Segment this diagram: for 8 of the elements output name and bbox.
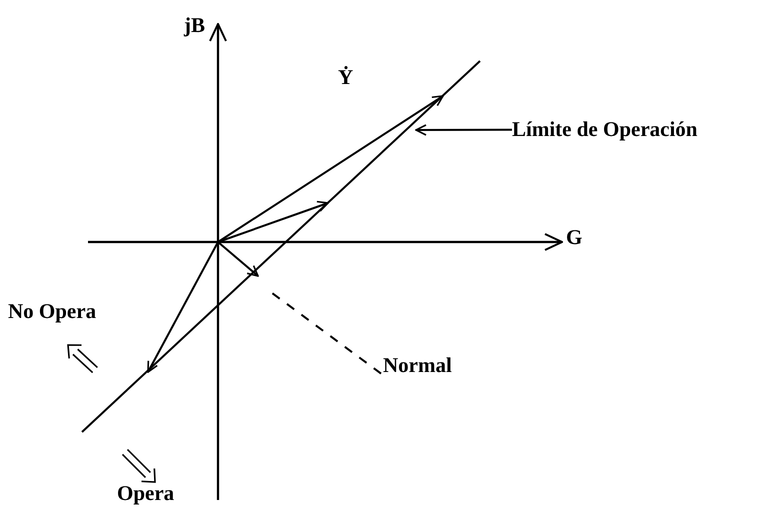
leader-arrow (415, 124, 512, 136)
axis-label: G (566, 226, 582, 250)
axis-label: jB (184, 14, 205, 38)
region-label: No Opera (8, 300, 96, 324)
callout-text: Límite de Operación (512, 118, 698, 142)
region-label: Opera (117, 482, 174, 506)
vector-label: Ẏ (338, 66, 354, 90)
callout-text: Normal (383, 354, 452, 378)
